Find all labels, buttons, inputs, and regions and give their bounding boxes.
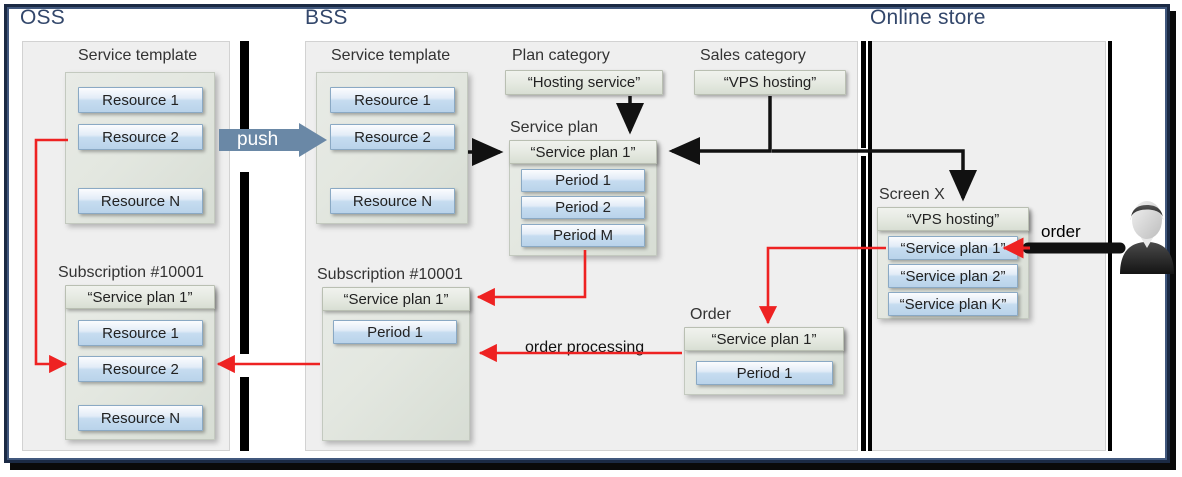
push-arrow: push bbox=[219, 123, 327, 157]
divider-bss-store-lower bbox=[861, 156, 866, 451]
screen-service-plan-2[interactable]: “Service plan 2” bbox=[888, 264, 1018, 288]
bss-service-template-resource-1[interactable]: Resource 1 bbox=[330, 87, 455, 113]
screen-service-plan-k[interactable]: “Service plan K” bbox=[888, 292, 1018, 316]
oss-subscription-header[interactable]: “Service plan 1” bbox=[65, 285, 215, 309]
diagram-outer-frame bbox=[4, 4, 1170, 463]
caption-order: Order bbox=[690, 306, 731, 323]
person-avatar-icon bbox=[1118, 196, 1176, 274]
bss-service-template-resource-2[interactable]: Resource 2 bbox=[330, 124, 455, 150]
order-period-1[interactable]: Period 1 bbox=[696, 361, 833, 385]
plan-category-value[interactable]: “Hosting service” bbox=[505, 70, 663, 95]
bss-service-template-resource-n[interactable]: Resource N bbox=[330, 188, 455, 214]
zone-title-bss: BSS bbox=[305, 6, 348, 29]
caption-bss-subscription: Subscription #10001 bbox=[317, 266, 463, 283]
divider-oss-bss-mid bbox=[240, 172, 249, 354]
service-plan-period-2[interactable]: Period 2 bbox=[521, 196, 645, 219]
oss-subscription-resource-n[interactable]: Resource N bbox=[78, 405, 203, 431]
group-bss-subscription bbox=[322, 289, 470, 441]
divider-bss-store-upper bbox=[861, 41, 866, 148]
divider-store-left-edge bbox=[868, 41, 872, 451]
caption-oss-subscription: Subscription #10001 bbox=[58, 264, 204, 281]
screen-header-vps-hosting[interactable]: “VPS hosting” bbox=[877, 207, 1029, 231]
label-order: order bbox=[1041, 222, 1081, 241]
screen-service-plan-1[interactable]: “Service plan 1” bbox=[888, 236, 1018, 260]
divider-oss-bss-upper bbox=[240, 41, 249, 147]
caption-plan-category: Plan category bbox=[512, 47, 610, 64]
caption-service-plan: Service plan bbox=[510, 119, 599, 136]
divider-store-right-edge bbox=[1108, 41, 1112, 451]
oss-subscription-resource-1[interactable]: Resource 1 bbox=[78, 320, 203, 346]
divider-oss-bss-lower bbox=[240, 377, 249, 451]
label-order-processing: order processing bbox=[525, 339, 645, 356]
oss-service-template-resource-2[interactable]: Resource 2 bbox=[78, 124, 203, 150]
service-plan-period-m[interactable]: Period M bbox=[521, 224, 645, 247]
caption-oss-service-template: Service template bbox=[78, 47, 198, 64]
bss-subscription-header[interactable]: “Service plan 1” bbox=[322, 287, 470, 311]
order-header[interactable]: “Service plan 1” bbox=[684, 327, 844, 351]
push-arrow-label: push bbox=[237, 129, 279, 150]
caption-sales-category: Sales category bbox=[700, 47, 806, 64]
zone-title-oss: OSS bbox=[20, 6, 65, 29]
zone-title-online-store: Online store bbox=[870, 6, 986, 29]
oss-service-template-resource-n[interactable]: Resource N bbox=[78, 188, 203, 214]
sales-category-value[interactable]: “VPS hosting” bbox=[694, 70, 846, 95]
caption-bss-service-template: Service template bbox=[331, 47, 451, 64]
service-plan-period-1[interactable]: Period 1 bbox=[521, 169, 645, 192]
oss-subscription-resource-2[interactable]: Resource 2 bbox=[78, 356, 203, 382]
service-plan-header[interactable]: “Service plan 1” bbox=[509, 140, 657, 164]
caption-screen-x: Screen X bbox=[879, 186, 945, 203]
bss-subscription-period-1[interactable]: Period 1 bbox=[333, 320, 457, 344]
oss-service-template-resource-1[interactable]: Resource 1 bbox=[78, 87, 203, 113]
